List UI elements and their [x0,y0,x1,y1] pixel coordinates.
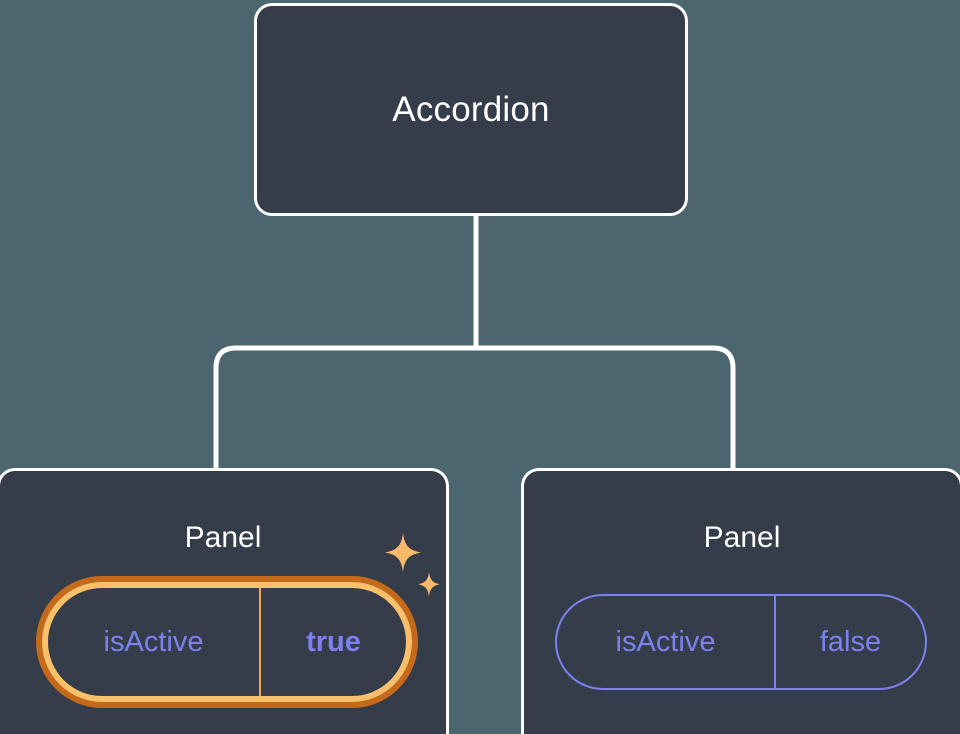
prop-key: isActive [103,625,204,658]
prop-pill-isactive-true[interactable]: isActive true [36,576,418,708]
node-accordion[interactable]: Accordion [254,3,688,216]
prop-value: false [774,596,925,688]
node-title: Panel [703,521,781,554]
connector-branch-bus [213,345,736,470]
prop-key: isActive [615,625,716,658]
prop-value: true [259,588,406,696]
prop-pill-inner-ring: isActive true [42,582,412,702]
node-title: Panel [184,521,262,554]
node-title: Accordion [392,89,550,129]
prop-pill-isactive-false[interactable]: isActive false [555,594,927,690]
